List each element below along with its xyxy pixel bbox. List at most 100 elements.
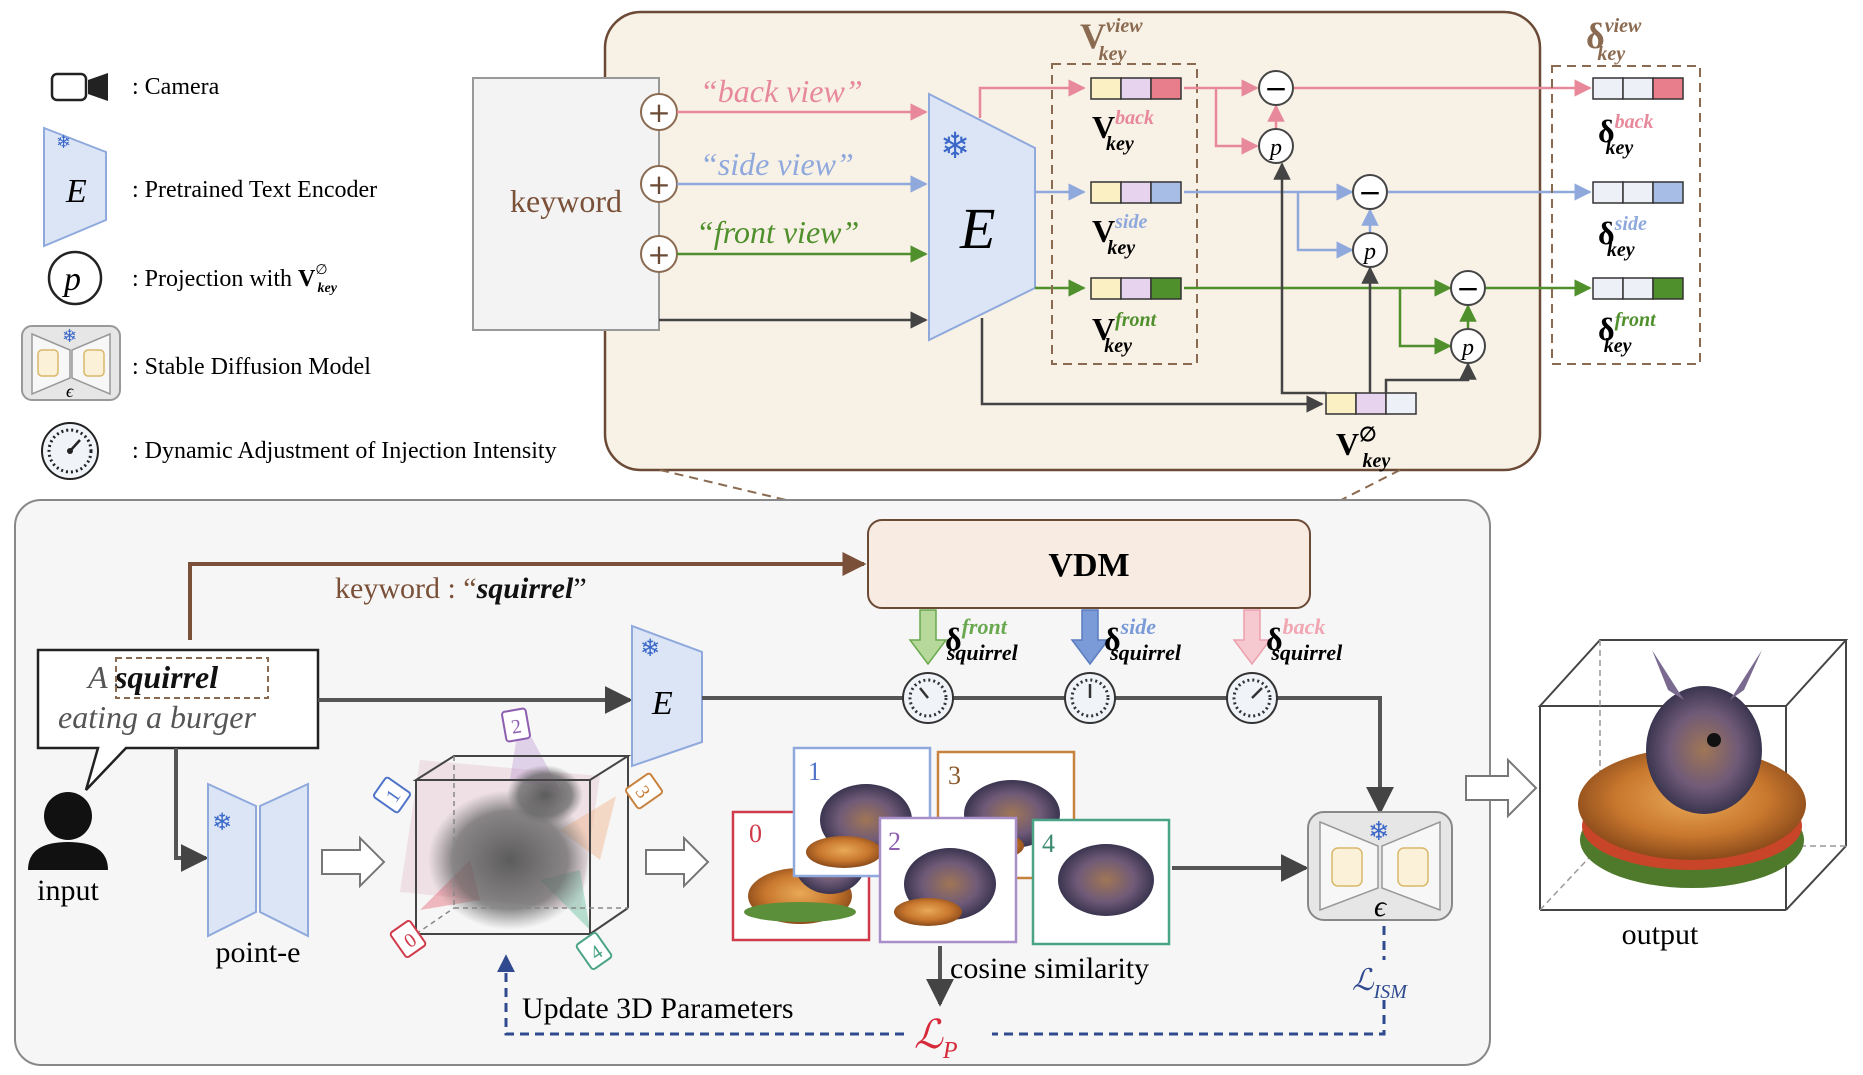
vdm-box [867,519,1311,609]
prompt-front: “front view” [696,214,859,250]
sd-letter: ϵ [66,381,74,401]
legend-dial: : Dynamic Adjustment of Injection Intens… [132,438,557,464]
legend: : Camera ❄ E : Pretrained Text Encoder p… [21,72,557,480]
keyword-box [472,77,660,331]
dial-front [902,672,954,724]
user-icon [28,792,108,870]
output-cube [1537,639,1849,911]
svg-text:❄: ❄ [212,808,232,836]
stable-diffusion-icon: ❄ ϵ [21,325,121,401]
legend-sd: : Stable Diffusion Model [132,354,371,380]
encoder-letter-large: E [959,196,995,261]
minus-node-front [1450,270,1486,306]
svg-text:❄: ❄ [1368,817,1390,847]
svg-text:p: p [1362,239,1376,265]
vnull-label: V∅key [1336,424,1390,472]
pipeline-encoder-letter: E [651,685,673,722]
zoom-connector-left [659,469,871,521]
encoder-letter: E [65,173,87,210]
camera-badge-1: 1 [373,776,411,814]
minus-node-back [1258,70,1294,106]
projection-icon: p [47,250,103,306]
svg-text:2: 2 [510,715,524,738]
svg-text:p: p [1460,335,1474,361]
point-e-label: point-e [216,936,301,969]
delta-view-box [1551,65,1701,365]
delta-front-vector [1592,277,1684,300]
vdm-text-encoder: ❄ E [928,92,1036,342]
vdm-detail-panel: keyword + + + “back view” “side view” “f… [472,10,1701,472]
svg-text:+: + [647,238,670,271]
svg-text:−: − [1456,272,1479,305]
vnull-vector [1325,392,1417,415]
svg-text:0: 0 [749,819,762,848]
vkey-side-vector [1090,181,1182,204]
pipeline-text-encoder: ❄ E [631,624,703,768]
text-encoder-icon: ❄ E [43,126,107,248]
vkey-front-vector [1090,277,1182,300]
flow-arrow-2 [645,835,710,889]
stable-diffusion-model: ❄ ϵ [1307,811,1453,923]
pipeline-panel: VDM keyword : “squirrel” A squirrel eati… [14,499,1538,1066]
plus-nodes: + + + [640,93,678,273]
rendered-view-2: 2 [878,816,1018,944]
flow-arrow-output [1465,757,1538,819]
loss-p: ℒP [914,1012,958,1064]
projection-letter: p [62,261,81,298]
loss-ism: ℒISM [1352,964,1408,1003]
update-label: Update 3D Parameters [522,992,794,1025]
svg-text:2: 2 [888,827,901,856]
pipeline-sd-letter: ϵ [1374,890,1388,923]
rendered-view-4: 4 [1031,818,1171,946]
dial-back [1226,672,1278,724]
delta-injections [908,609,1272,666]
input-label: input [37,874,99,907]
svg-text:❄: ❄ [62,326,77,347]
svg-text:p: p [1268,135,1282,161]
delta-side-vector [1592,181,1684,204]
prompt-line-1: A squirrel [86,659,218,695]
delta-back-vector [1592,77,1684,100]
svg-text:4: 4 [1042,829,1055,858]
vkey-view-box [1051,63,1198,365]
svg-text:+: + [647,96,670,129]
cosine-label: cosine similarity [950,952,1149,985]
camera-badge-3: 3 [625,772,663,810]
legend-encoder: : Pretrained Text Encoder [132,177,377,203]
svg-text:❄: ❄ [640,634,660,662]
3d-representation [400,716,632,935]
vkey-back-vector [1090,77,1182,100]
minus-node-side [1352,174,1388,210]
svg-text:−: − [1264,72,1287,105]
camera-badge-0: 0 [389,920,427,958]
point-e-model: ❄ [207,782,309,938]
svg-text:+: + [647,168,670,201]
flow-arrow-1 [321,835,386,889]
camera-badge-4: 4 [575,932,613,970]
svg-text:3: 3 [948,761,961,790]
legend-camera: : Camera [132,74,220,100]
legend-projection: : Projection with V∅key [132,263,338,296]
keyword-label: keyword [510,183,622,219]
prompt-side: “side view” [700,146,854,182]
svg-text:1: 1 [808,757,821,786]
dial-icon [41,422,99,480]
vdm-label: VDM [1048,547,1129,584]
camera-badge-2: 2 [501,707,531,743]
keyword-assignment: keyword : “squirrel” [335,572,587,605]
dial-side [1064,672,1116,724]
svg-text:❄: ❄ [56,132,71,153]
prompt-back: “back view” [700,73,863,109]
camera-icon [50,72,108,102]
